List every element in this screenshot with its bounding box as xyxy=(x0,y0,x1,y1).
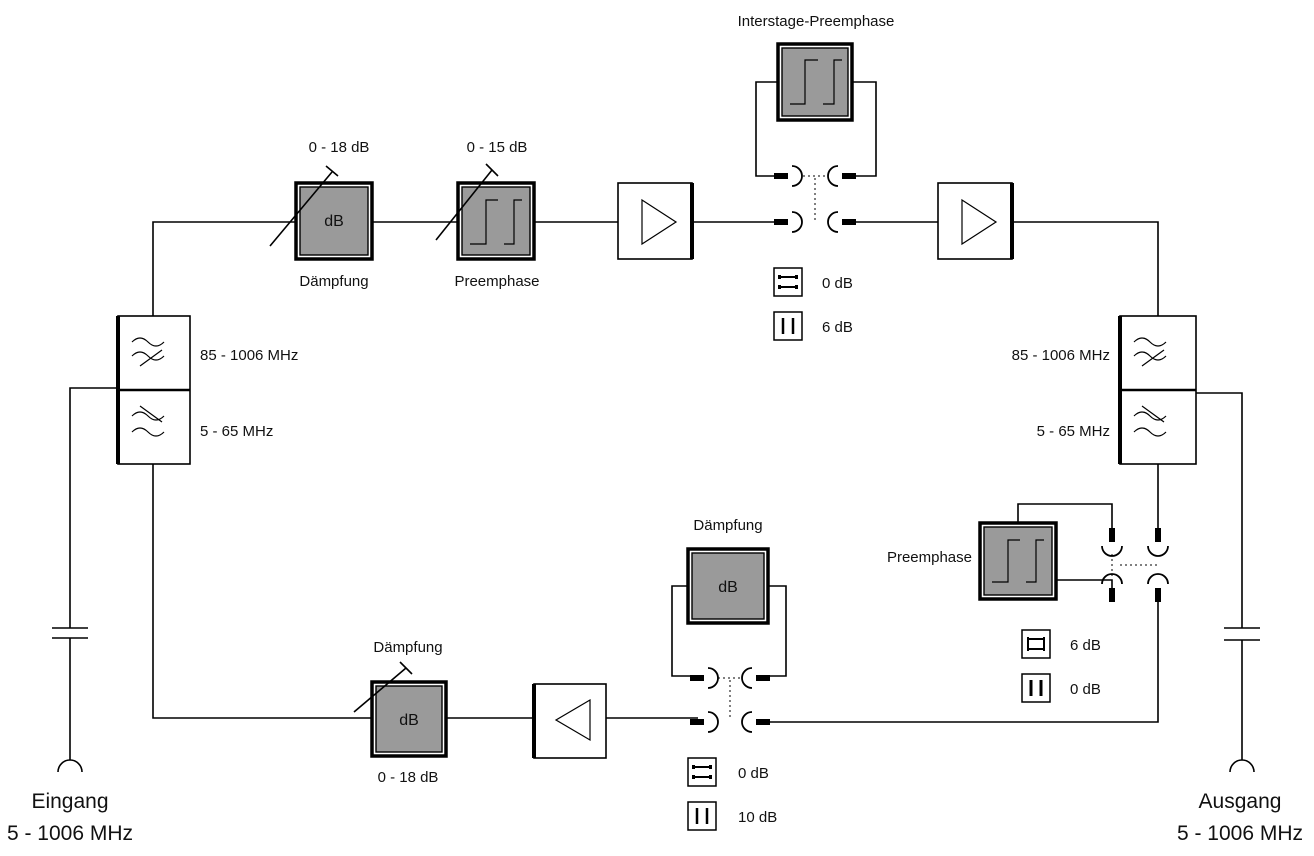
jumper-cross-icon xyxy=(687,801,717,831)
return-attenuator-label: Dämpfung xyxy=(373,639,442,656)
output-range: 5 - 1006 MHz xyxy=(1177,822,1303,845)
amplifier-triangle-icon xyxy=(641,198,678,246)
lowpass-filter-icon xyxy=(1133,405,1167,437)
return-amplifier xyxy=(532,683,607,759)
return-attenuator[interactable]: dB xyxy=(353,661,448,758)
interstage-preemphasis[interactable] xyxy=(776,42,854,122)
return-attenuator-range: 0 - 18 dB xyxy=(378,769,439,786)
forward-attenuator-range: 0 - 18 dB xyxy=(309,139,370,156)
jumper-straight-icon xyxy=(1021,629,1051,659)
input-range: 5 - 1006 MHz xyxy=(7,822,133,845)
preemphasis-option-value-1: 6 dB xyxy=(1070,637,1101,654)
right-highpass-label: 85 - 1006 MHz xyxy=(1012,347,1110,364)
return-preemphasis-switch[interactable] xyxy=(1101,528,1169,602)
forward-amplifier-1 xyxy=(617,182,694,260)
forward-preemphasis-label: Preemphase xyxy=(454,273,539,290)
preemphasis-option-value-2: 0 dB xyxy=(1070,681,1101,698)
highpass-filter-icon xyxy=(1133,337,1167,367)
jumper-straight-icon xyxy=(773,267,803,297)
output-title: Ausgang xyxy=(1199,790,1282,813)
return-jumper-legend: 0 dB 10 dB xyxy=(687,757,777,831)
return-preemphasis-label: Preemphase xyxy=(887,549,972,566)
input-connector xyxy=(52,627,88,773)
forward-attenuator-label: Dämpfung xyxy=(299,273,368,290)
signal-wires xyxy=(69,81,1243,760)
return-switch-jacks[interactable] xyxy=(690,667,770,733)
forward-attenuator[interactable]: dB xyxy=(269,165,374,261)
left-highpass-label: 85 - 1006 MHz xyxy=(200,347,298,364)
attenuator-symbol: dB xyxy=(718,579,738,596)
left-lowpass-label: 5 - 65 MHz xyxy=(200,423,273,440)
lowpass-filter-icon xyxy=(131,405,165,437)
return-jumper-value-2: 10 dB xyxy=(738,809,777,826)
jumper-straight-icon xyxy=(687,757,717,787)
return-preemphasis-legend: 6 dB 0 dB xyxy=(1021,629,1101,703)
forward-jumper-legend: 0 dB 6 dB xyxy=(773,267,853,341)
amplifier-triangle-icon xyxy=(554,698,591,742)
attenuator-symbol: dB xyxy=(399,712,419,729)
attenuator-symbol: dB xyxy=(324,213,344,230)
highpass-filter-icon xyxy=(131,337,165,367)
return-plugin-attenuator-label: Dämpfung xyxy=(693,517,762,534)
forward-switch-jacks[interactable] xyxy=(774,165,856,233)
jumper-cross-icon xyxy=(1021,673,1051,703)
return-jumper-value-1: 0 dB xyxy=(738,765,769,782)
forward-preemphasis-range: 0 - 15 dB xyxy=(467,139,528,156)
forward-preemphasis[interactable] xyxy=(435,163,536,261)
forward-amplifier-2 xyxy=(937,182,1014,260)
interstage-preemphasis-label: Interstage-Preemphase xyxy=(738,13,895,30)
amplifier-triangle-icon xyxy=(961,198,998,246)
diplex-filter-left xyxy=(116,315,191,465)
return-preemphasis[interactable] xyxy=(978,521,1058,601)
forward-jumper-value-2: 6 dB xyxy=(822,319,853,336)
input-title: Eingang xyxy=(31,790,108,813)
return-plugin-attenuator[interactable]: dB xyxy=(686,547,770,625)
output-connector xyxy=(1224,627,1260,773)
diagram-labels: 0 - 18 dB Dämpfung 0 - 15 dB Preemphase … xyxy=(7,13,1303,845)
right-lowpass-label: 5 - 65 MHz xyxy=(1037,423,1110,440)
diplex-filter-right xyxy=(1118,315,1197,465)
forward-jumper-value-1: 0 dB xyxy=(822,275,853,292)
jumper-cross-icon xyxy=(773,311,803,341)
